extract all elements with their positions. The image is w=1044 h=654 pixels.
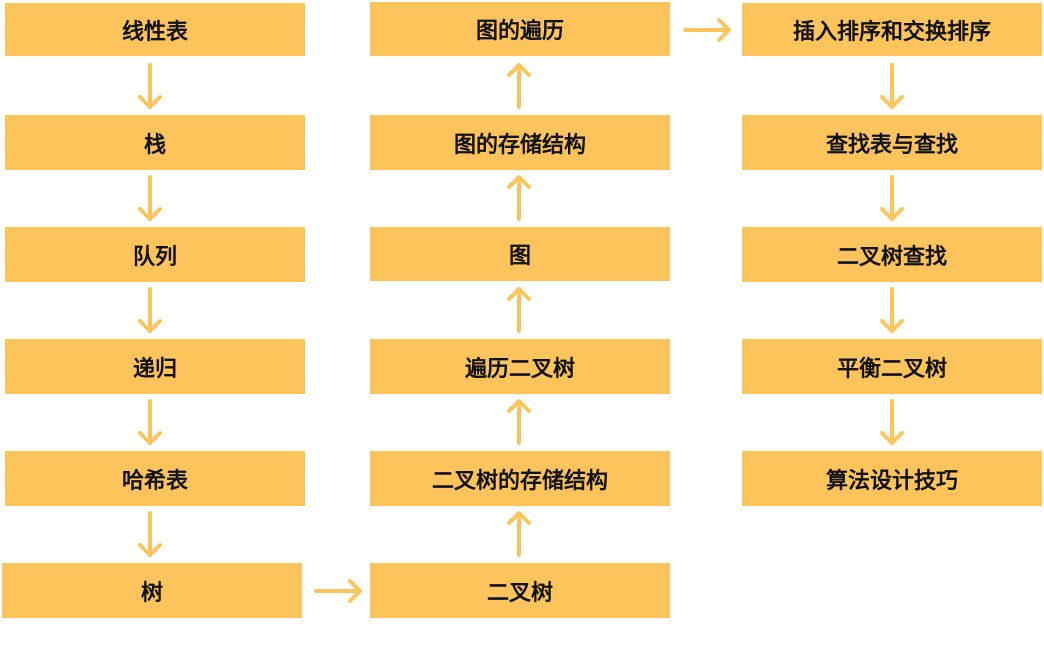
arrow-up-icon [507,399,531,445]
arrow-down-icon [138,399,162,445]
arrow-down-icon [880,63,904,109]
node-hash-table: 哈希表 [5,451,305,506]
node-insertion-exchange-sort: 插入排序和交换排序 [742,3,1042,56]
arrow-down-icon [880,399,904,445]
node-graph-storage: 图的存储结构 [370,115,670,170]
node-graph: 图 [370,227,670,281]
arrow-up-icon [507,287,531,333]
arrow-right-icon [683,18,731,42]
arrow-down-icon [880,175,904,221]
node-binary-tree-storage: 二叉树的存储结构 [370,451,670,506]
node-algorithm-design: 算法设计技巧 [742,451,1042,506]
node-queue: 队列 [5,227,305,282]
arrow-right-icon [314,579,362,603]
node-linear-list: 线性表 [5,3,305,56]
arrow-up-icon [507,511,531,557]
arrow-down-icon [138,63,162,109]
node-tree: 树 [2,563,302,618]
node-search-table: 查找表与查找 [742,115,1042,170]
arrow-down-icon [138,175,162,221]
node-graph-traversal: 图的遍历 [370,2,670,56]
arrow-down-icon [880,287,904,333]
node-traverse-binary-tree: 遍历二叉树 [370,339,670,394]
arrow-up-icon [507,175,531,221]
node-recursion: 递归 [5,339,305,394]
arrow-down-icon [138,511,162,557]
arrow-down-icon [138,287,162,333]
node-binary-tree: 二叉树 [370,563,670,618]
node-balanced-binary-tree: 平衡二叉树 [742,339,1042,394]
arrow-up-icon [507,63,531,109]
node-stack: 栈 [5,115,305,170]
node-binary-search-tree: 二叉树查找 [742,227,1042,282]
